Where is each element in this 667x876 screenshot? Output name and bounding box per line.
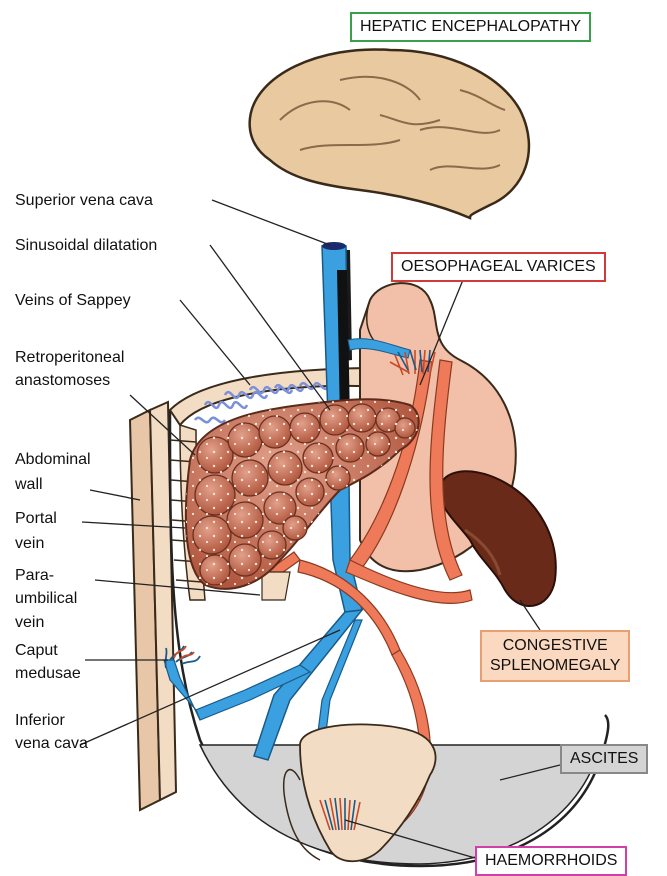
label-retroperitoneal: Retroperitoneal [15,347,124,369]
label-medusae: medusae [15,663,81,685]
label-abdominal: Abdominal [15,449,91,471]
label-portal: Portal [15,508,57,530]
label-para-vein: vein [15,612,44,634]
label-vena-cava: vena cava [15,733,88,755]
label-veins-of-sappey: Veins of Sappey [15,290,131,312]
hepatic-encephalopathy-box: HEPATIC ENCEPHALOPATHY [350,12,591,42]
oesophageal-varices-box: OESOPHAGEAL VARICES [391,252,606,282]
congestive-line-2: SPLENOMEGALY [490,656,620,676]
brain [250,49,529,218]
label-sinusoidal-dilatation: Sinusoidal dilatation [15,235,157,257]
congestive-splenomegaly-box: CONGESTIVE SPLENOMEGALY [480,630,630,682]
label-inferior: Inferior [15,710,65,732]
label-wall: wall [15,474,43,496]
label-caput: Caput [15,640,58,662]
label-umbilical: umbilical [15,588,77,610]
label-para: Para- [15,565,54,587]
ascites-box: ASCITES [560,744,648,774]
congestive-line-1: CONGESTIVE [490,636,620,656]
haemorrhoids-box: HAEMORRHOIDS [475,846,627,876]
label-superior-vena-cava: Superior vena cava [15,190,153,212]
label-anastomoses: anastomoses [15,370,110,392]
label-vein: vein [15,533,44,555]
